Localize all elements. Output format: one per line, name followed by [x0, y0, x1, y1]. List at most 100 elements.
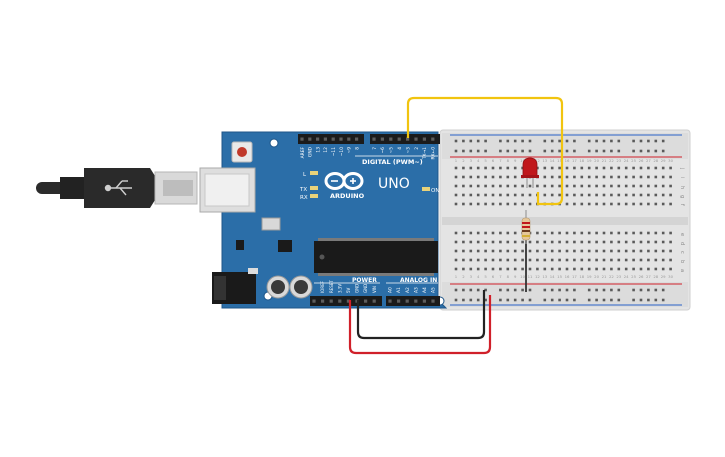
terminal-hole[interactable]: [521, 184, 524, 188]
terminal-hole[interactable]: [550, 240, 554, 244]
header-pin[interactable]: [380, 137, 384, 141]
rail-hole[interactable]: [469, 288, 473, 292]
terminal-hole[interactable]: [536, 184, 539, 188]
rail-hole[interactable]: [617, 149, 621, 153]
header-pin[interactable]: [388, 299, 392, 303]
terminal-hole[interactable]: [521, 249, 524, 253]
terminal-hole[interactable]: [469, 184, 473, 188]
terminal-hole[interactable]: [587, 240, 591, 244]
terminal-hole[interactable]: [491, 175, 495, 179]
rail-hole[interactable]: [476, 298, 480, 302]
terminal-hole[interactable]: [580, 267, 584, 271]
terminal-hole[interactable]: [565, 193, 569, 197]
terminal-hole[interactable]: [462, 249, 465, 253]
terminal-hole[interactable]: [528, 267, 532, 271]
rail-hole[interactable]: [506, 298, 510, 302]
rail-hole[interactable]: [617, 139, 621, 143]
terminal-hole[interactable]: [632, 258, 635, 262]
terminal-hole[interactable]: [632, 184, 635, 188]
terminal-hole[interactable]: [617, 175, 621, 179]
terminal-hole[interactable]: [573, 258, 576, 262]
rail-hole[interactable]: [654, 139, 658, 143]
terminal-hole[interactable]: [513, 193, 517, 197]
terminal-hole[interactable]: [587, 258, 591, 262]
terminal-hole[interactable]: [595, 249, 598, 253]
rail-hole[interactable]: [558, 288, 561, 292]
terminal-hole[interactable]: [543, 267, 547, 271]
terminal-hole[interactable]: [558, 258, 561, 262]
terminal-hole[interactable]: [624, 267, 628, 271]
terminal-hole[interactable]: [506, 249, 510, 253]
terminal-hole[interactable]: [632, 267, 635, 271]
terminal-hole[interactable]: [550, 231, 554, 235]
rail-hole[interactable]: [587, 288, 591, 292]
header-pin[interactable]: [372, 299, 376, 303]
terminal-hole[interactable]: [587, 231, 591, 235]
terminal-hole[interactable]: [499, 175, 502, 179]
terminal-hole[interactable]: [536, 231, 539, 235]
terminal-hole[interactable]: [558, 184, 561, 188]
terminal-hole[interactable]: [587, 202, 591, 206]
terminal-hole[interactable]: [491, 202, 495, 206]
terminal-hole[interactable]: [617, 202, 621, 206]
rail-hole[interactable]: [654, 149, 658, 153]
terminal-hole[interactable]: [573, 231, 576, 235]
rail-hole[interactable]: [595, 149, 598, 153]
terminal-hole[interactable]: [639, 258, 643, 262]
terminal-hole[interactable]: [558, 240, 561, 244]
terminal-hole[interactable]: [617, 184, 621, 188]
terminal-hole[interactable]: [654, 175, 658, 179]
terminal-hole[interactable]: [499, 258, 502, 262]
terminal-hole[interactable]: [543, 175, 547, 179]
terminal-hole[interactable]: [491, 184, 495, 188]
terminal-hole[interactable]: [506, 193, 510, 197]
terminal-hole[interactable]: [602, 258, 606, 262]
terminal-hole[interactable]: [587, 175, 591, 179]
terminal-hole[interactable]: [476, 249, 480, 253]
terminal-hole[interactable]: [602, 175, 606, 179]
rail-hole[interactable]: [543, 288, 547, 292]
rail-hole[interactable]: [550, 149, 554, 153]
terminal-hole[interactable]: [669, 231, 672, 235]
terminal-hole[interactable]: [639, 193, 643, 197]
terminal-hole[interactable]: [565, 267, 569, 271]
header-pin[interactable]: [389, 137, 393, 141]
terminal-hole[interactable]: [513, 231, 517, 235]
terminal-hole[interactable]: [669, 240, 672, 244]
rail-hole[interactable]: [513, 298, 517, 302]
terminal-hole[interactable]: [476, 166, 480, 170]
terminal-hole[interactable]: [543, 231, 547, 235]
terminal-hole[interactable]: [543, 249, 547, 253]
terminal-hole[interactable]: [587, 249, 591, 253]
terminal-hole[interactable]: [506, 258, 510, 262]
rail-hole[interactable]: [499, 298, 502, 302]
rail-hole[interactable]: [595, 139, 598, 143]
terminal-hole[interactable]: [595, 175, 598, 179]
rail-hole[interactable]: [565, 149, 569, 153]
rail-hole[interactable]: [543, 298, 547, 302]
terminal-hole[interactable]: [506, 166, 510, 170]
rail-hole[interactable]: [469, 149, 473, 153]
terminal-hole[interactable]: [654, 202, 658, 206]
header-pin[interactable]: [338, 299, 342, 303]
rail-hole[interactable]: [484, 298, 487, 302]
terminal-hole[interactable]: [639, 175, 643, 179]
terminal-hole[interactable]: [558, 175, 561, 179]
terminal-hole[interactable]: [580, 258, 584, 262]
rail-hole[interactable]: [558, 298, 561, 302]
terminal-hole[interactable]: [669, 166, 672, 170]
rail-hole[interactable]: [550, 288, 554, 292]
terminal-hole[interactable]: [528, 258, 532, 262]
terminal-hole[interactable]: [469, 166, 473, 170]
rail-hole[interactable]: [647, 149, 650, 153]
terminal-hole[interactable]: [462, 166, 465, 170]
terminal-hole[interactable]: [513, 202, 517, 206]
terminal-hole[interactable]: [565, 240, 569, 244]
terminal-hole[interactable]: [550, 193, 554, 197]
terminal-hole[interactable]: [528, 193, 532, 197]
terminal-hole[interactable]: [528, 202, 532, 206]
terminal-hole[interactable]: [565, 202, 569, 206]
rail-hole[interactable]: [462, 298, 465, 302]
rail-hole[interactable]: [661, 149, 665, 153]
